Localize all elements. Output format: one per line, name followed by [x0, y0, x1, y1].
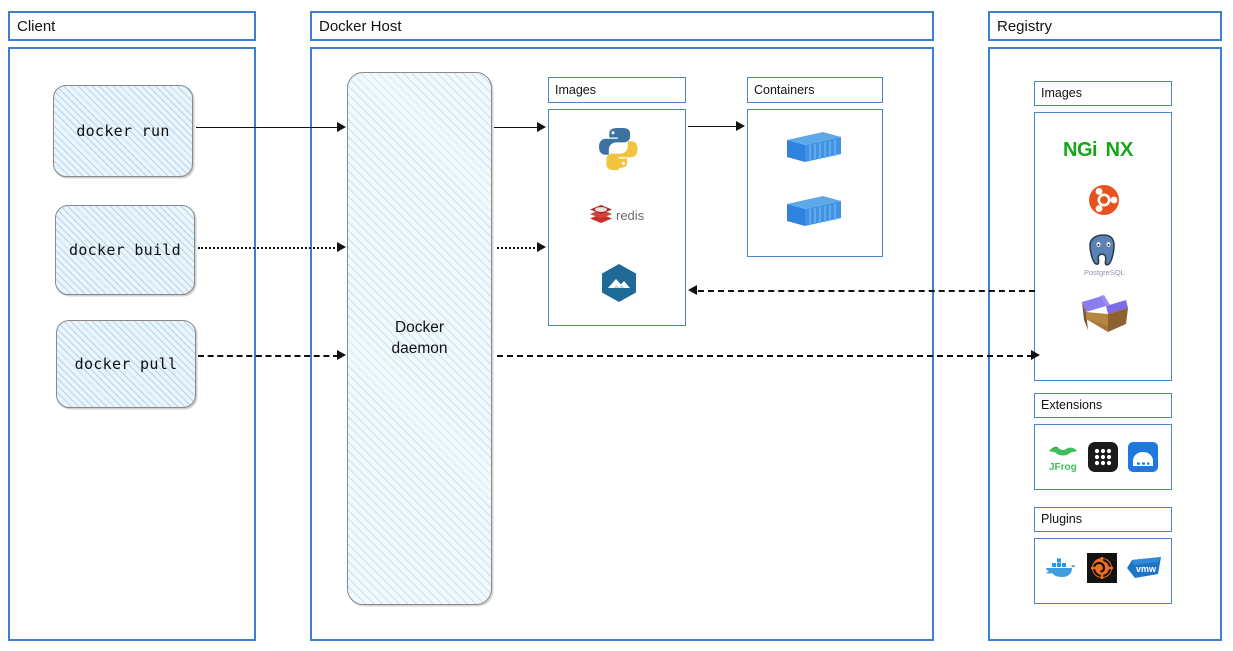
vmware-logo: vmw — [1125, 553, 1165, 583]
grafana-logo — [1087, 553, 1117, 583]
edge-pull-to-daemon — [198, 355, 339, 357]
sub-panel-header-host-images: Images — [548, 77, 686, 103]
command-box-docker-pull[interactable]: docker pull — [56, 320, 196, 408]
svg-text:N: N — [1106, 137, 1120, 159]
svg-text:NGi: NGi — [1063, 139, 1097, 161]
sub-panel-title-host-images: Images — [555, 82, 596, 97]
sub-panel-title-containers: Containers — [754, 82, 815, 97]
package-box-icon — [1076, 286, 1132, 336]
sub-panel-header-containers: Containers — [747, 77, 883, 103]
redis-logo: redis — [588, 203, 650, 227]
edge-daemon-to-images-build — [497, 247, 539, 249]
sub-panel-title-registry-images: Images — [1041, 86, 1082, 101]
panel-header-registry: Registry — [988, 11, 1222, 41]
ubuntu-logo — [1088, 184, 1120, 216]
python-logo — [597, 126, 639, 170]
shipping-container-icon — [783, 126, 845, 168]
docker-whale-logo — [1043, 554, 1079, 584]
panel-title-docker-host: Docker Host — [319, 17, 402, 35]
svg-text:PostgreSQL: PostgreSQL — [1084, 268, 1125, 277]
edge-daemon-to-images — [494, 127, 539, 128]
edge-registry-to-images — [698, 290, 1035, 292]
storage-icon — [1128, 442, 1158, 472]
arrowhead-run-to-daemon — [337, 122, 346, 132]
svg-text:JFrog: JFrog — [1049, 462, 1077, 473]
arrowhead-pull-to-daemon — [337, 350, 346, 360]
svg-text:vmw: vmw — [1136, 564, 1157, 574]
panel-title-registry: Registry — [997, 17, 1053, 35]
command-label-docker-build: docker build — [69, 241, 181, 259]
panel-header-docker-host: Docker Host — [310, 11, 934, 41]
arrowhead-daemon-to-images — [537, 122, 546, 132]
jfrog-logo: JFrog — [1046, 442, 1078, 474]
sub-panel-body-host-images — [548, 109, 686, 326]
svg-text:redis: redis — [616, 208, 645, 223]
grid-apps-icon — [1088, 442, 1118, 472]
arrowhead-registry-to-images — [688, 285, 697, 295]
command-box-docker-build[interactable]: docker build — [55, 205, 195, 295]
command-label-docker-pull: docker pull — [74, 355, 178, 373]
edge-build-to-daemon — [198, 247, 339, 249]
arrowhead-build-to-daemon — [337, 242, 346, 252]
postgresql-logo: PostgreSQL — [1081, 232, 1127, 278]
edge-images-to-containers — [688, 126, 739, 127]
mattermost-logo — [598, 262, 640, 304]
panel-title-client: Client — [17, 17, 56, 35]
sub-panel-body-containers — [747, 109, 883, 257]
command-box-docker-run[interactable]: docker run — [53, 85, 193, 177]
sub-panel-header-extensions: Extensions — [1034, 393, 1172, 418]
sub-panel-header-registry-images: Images — [1034, 81, 1172, 106]
command-label-docker-run: docker run — [76, 122, 170, 140]
sub-panel-title-plugins: Plugins — [1041, 512, 1082, 527]
shipping-container-icon — [783, 190, 845, 232]
nginx-logo: NGi N X — [1062, 136, 1144, 162]
arrowhead-images-to-containers — [736, 121, 745, 131]
arrowhead-daemon-to-registry — [1031, 350, 1040, 360]
edge-run-to-daemon — [196, 127, 339, 128]
edge-daemon-to-registry — [497, 355, 1033, 357]
sub-panel-title-extensions: Extensions — [1041, 398, 1103, 413]
sub-panel-header-plugins: Plugins — [1034, 507, 1172, 532]
svg-text:X: X — [1120, 139, 1134, 161]
arrowhead-daemon-to-images-build — [537, 242, 546, 252]
panel-header-client: Client — [8, 11, 256, 41]
